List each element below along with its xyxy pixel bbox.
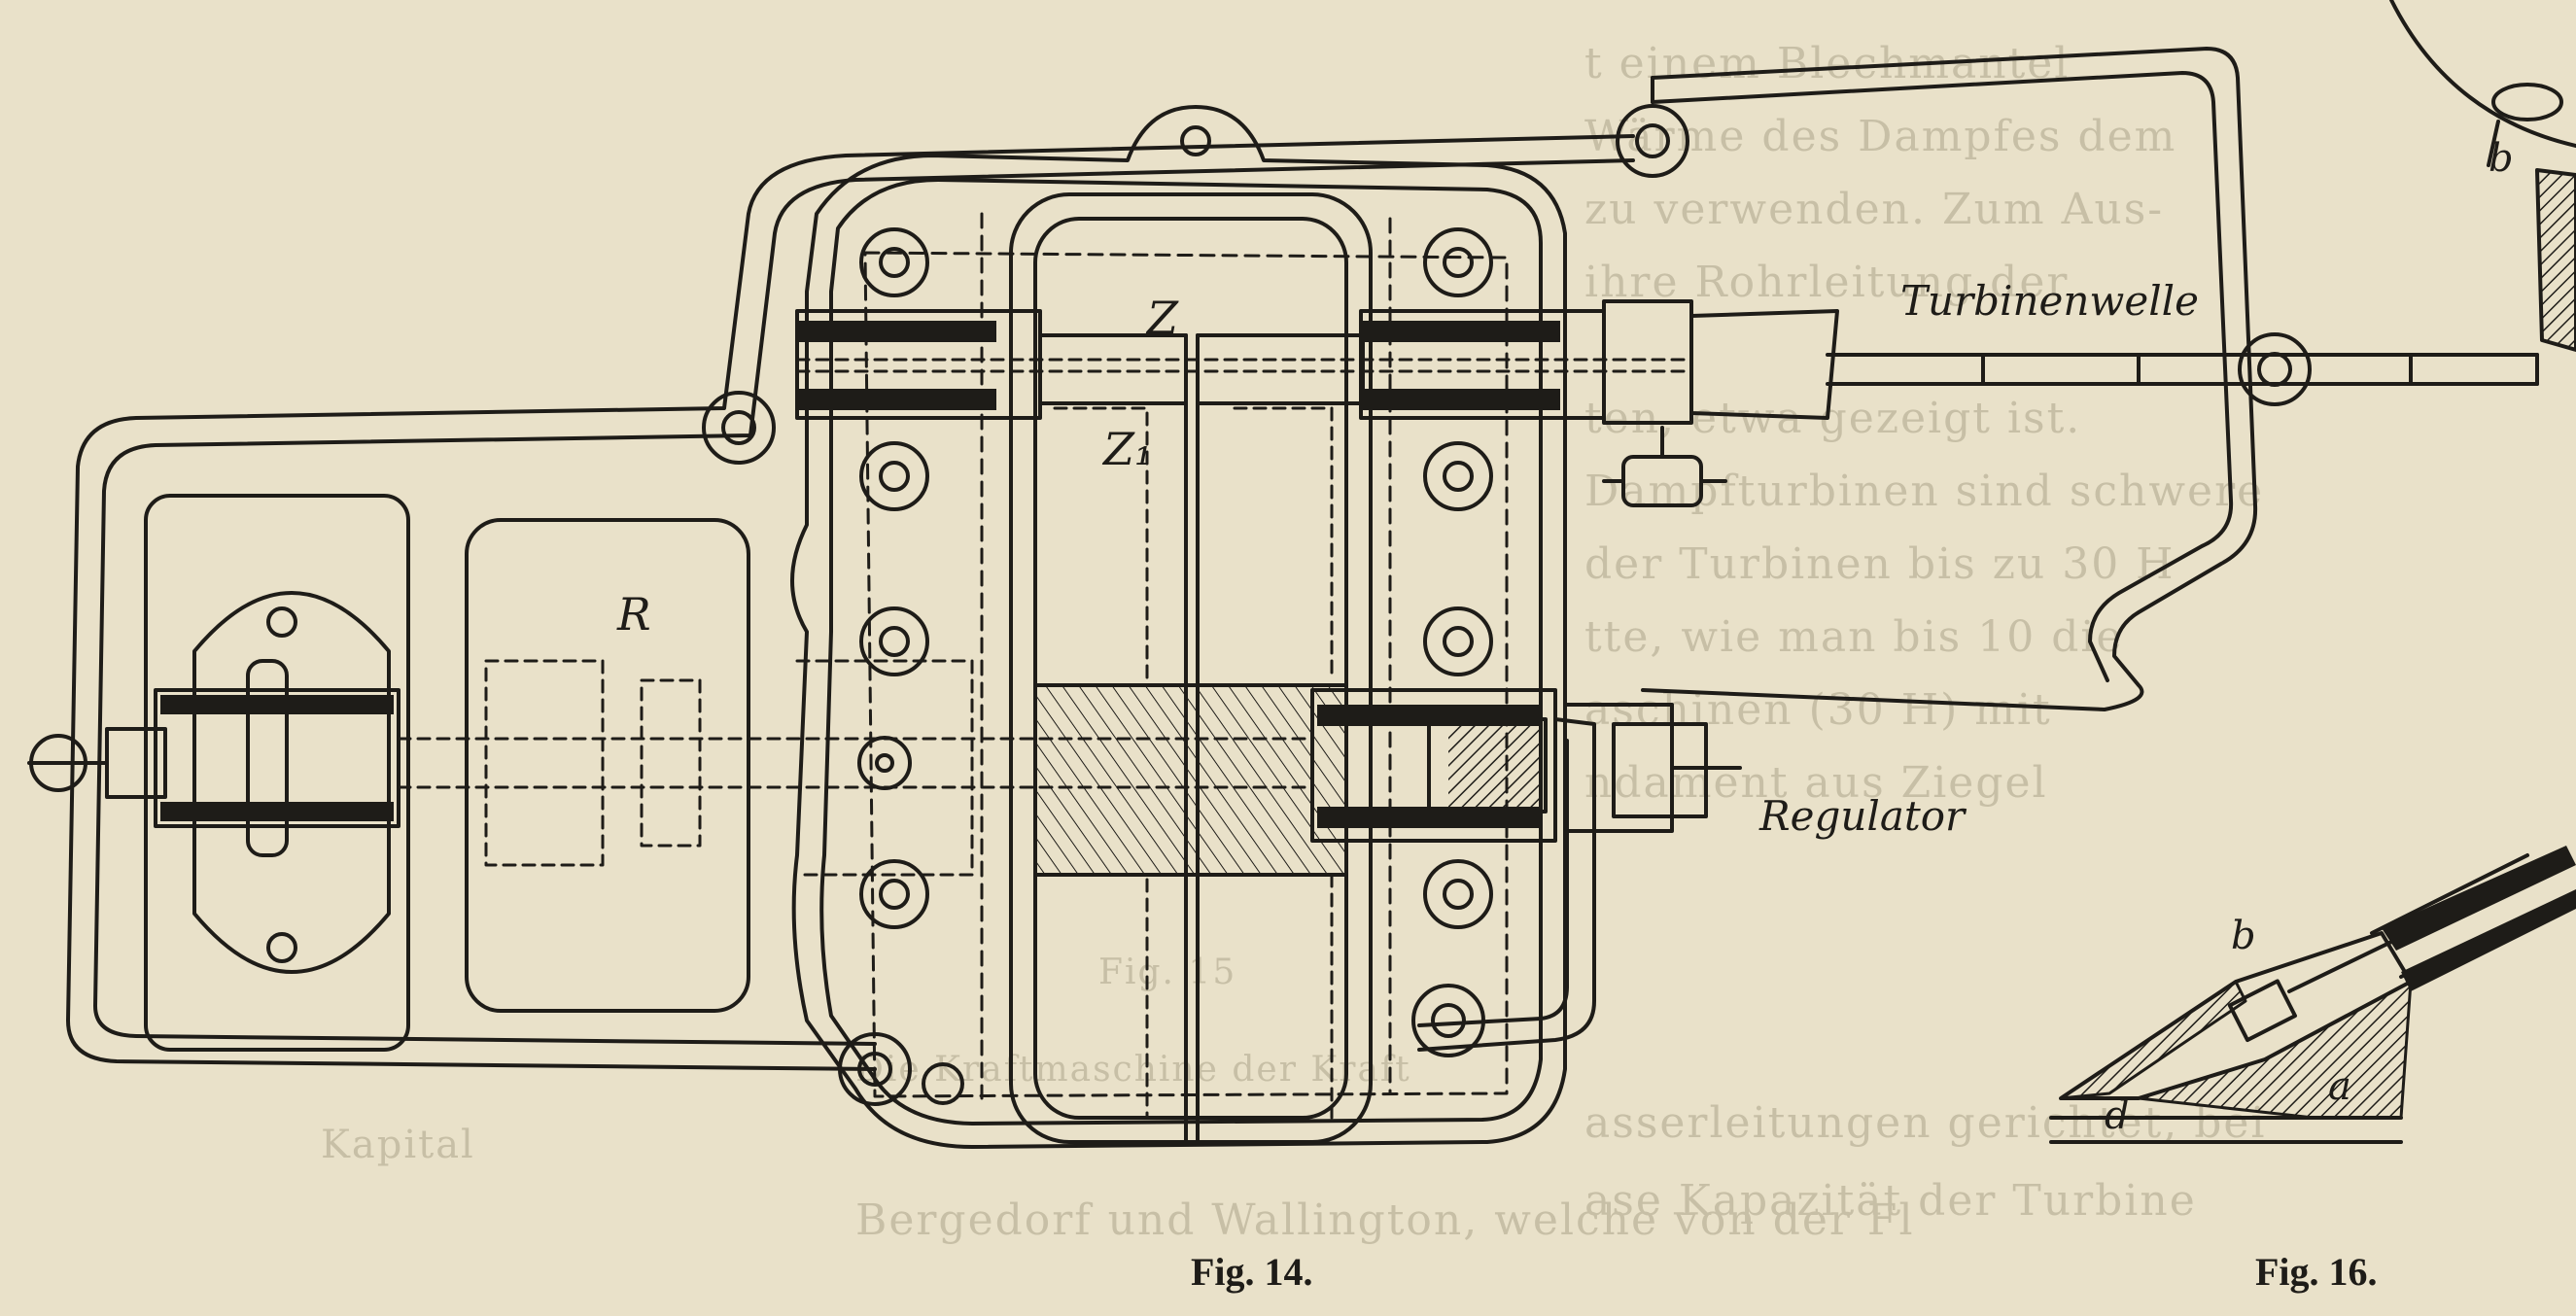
oil-cup [1602,426,1727,507]
label-turbinenwelle: Turbinenwelle [1900,277,2199,325]
fig16-hatched-body [2137,980,2413,1120]
caption-fig14: Fig. 14. [1191,1250,1313,1294]
label-b: b [2231,914,2256,958]
generator-packing [160,695,394,821]
upper-bearing-packing [797,321,1560,410]
label-r: R [617,588,651,641]
bg-text-line: aschinen (30 H) mit [1584,685,2052,735]
caption-fig16: Fig. 16. [2255,1250,2378,1294]
bg-text-line: Kapital [321,1123,475,1167]
center-hub [857,736,912,790]
bg-text-line: Fig. 15 [1098,952,1237,992]
label-z: Z [1147,292,1178,344]
bg-text-line: asserleitungen gerichtet, bei [1584,1098,2267,1148]
bg-text-line: ase Kapazität der Turbine [1584,1176,2197,1226]
bg-text-line: der Turbinen bis zu 30 H [1584,539,2176,589]
bg-text-line: ten, etwa gezeigt ist. [1584,394,2082,443]
generator-casing [27,494,750,1052]
turbine-housing [790,105,1567,1149]
label-a: a [2328,1064,2351,1109]
bg-text-line: ndament aus Ziegel [1584,758,2048,808]
bg-text-line: ihre Rohrleitung der [1584,258,2070,307]
label-d: d [2105,1093,2130,1138]
bg-text-line: Die Kraftmaschine der Kraft [855,1050,1411,1090]
bg-text-line: t einem Blechmantel [1584,39,2071,88]
generator-shaft [397,659,1314,877]
upper-shaft [795,299,2539,425]
bg-text-line: zu verwenden. Zum Aus- [1584,185,2165,234]
label-b-top: b [2489,136,2514,181]
lower-shaft [1310,688,1742,843]
label-regulator: Regulator [1759,792,1966,840]
label-z1: Z₁ [1103,423,1153,475]
lower-bearing-packing [1317,705,1541,828]
fig16-tube [2382,846,2576,991]
wheel-section [1033,683,1348,877]
housing-boss [859,227,1493,1105]
fig16-hatched-wedge [2059,980,2247,1100]
steam-pipe-loop [66,47,2258,1071]
regulator-hatch [1448,724,1541,807]
bg-text-line: tte, wie man bis 10 die [1584,612,2124,662]
bg-text-line: Bergedorf und Wallington, welche von der… [855,1195,1915,1245]
inner-chamber [863,212,1509,1100]
bg-text-line: Dampfturbinen sind schwere [1584,467,2265,516]
partial-figure-top-right [2389,0,2576,352]
upper-shaft-dashes [795,358,1693,373]
